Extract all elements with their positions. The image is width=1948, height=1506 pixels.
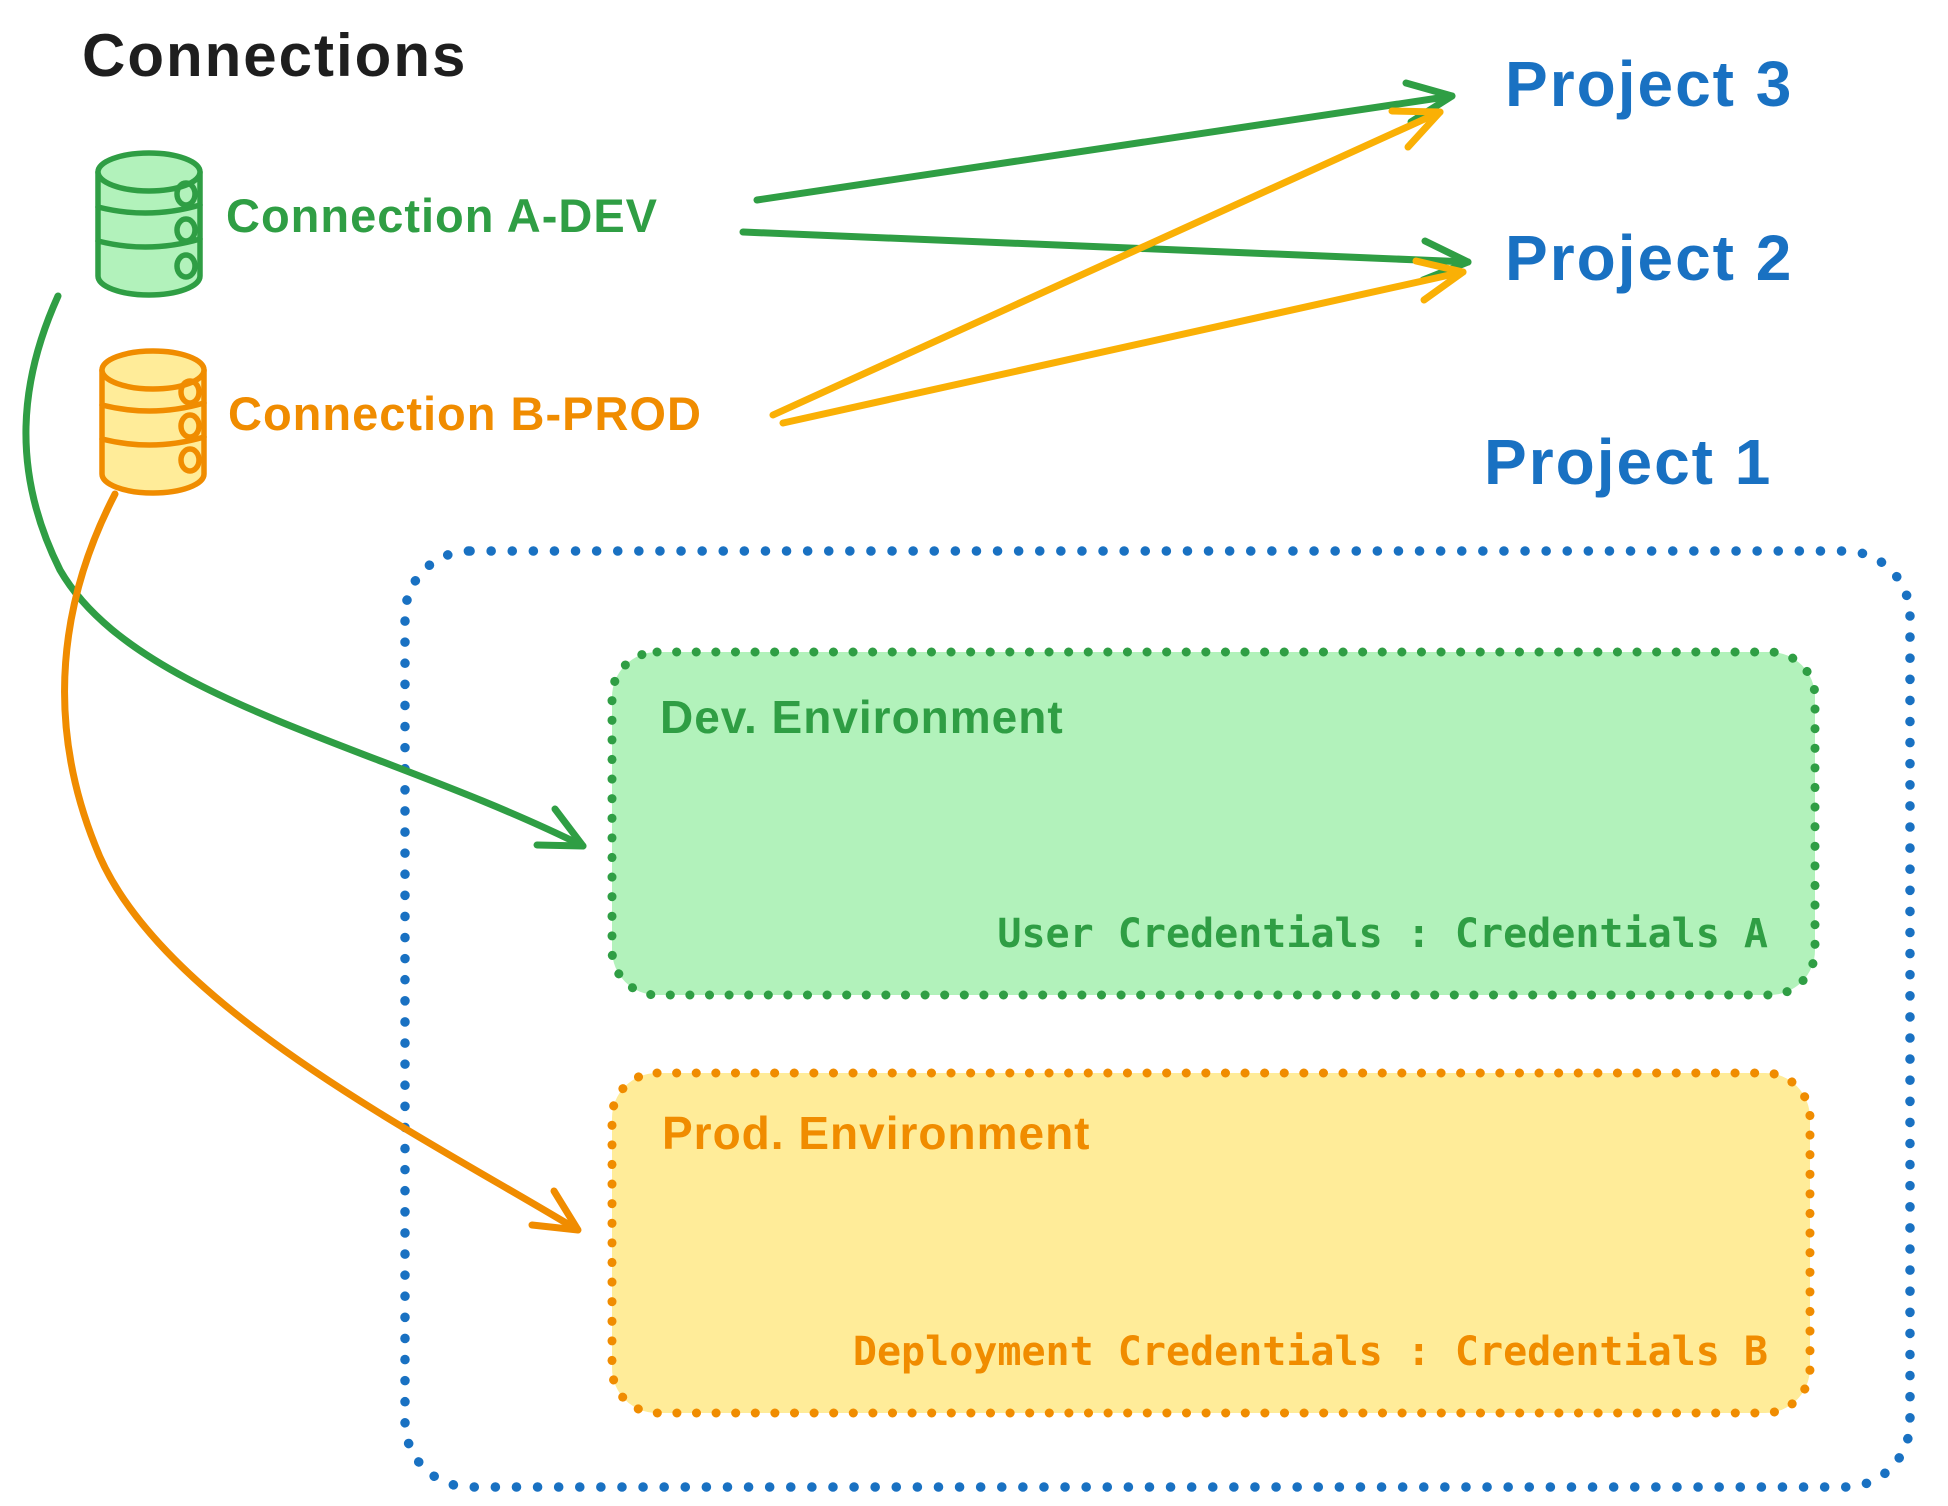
arrow-a-dev-to-dev-environment bbox=[22, 292, 587, 850]
project-1-container-border bbox=[400, 546, 1915, 1492]
connection-b-prod-label: Connection B-PROD bbox=[228, 387, 702, 440]
dev-environment-title: Dev. Environment bbox=[660, 691, 1064, 743]
dev-environment-box bbox=[607, 647, 1820, 1000]
dev-environment-credentials: User Credentials : Credentials A bbox=[997, 911, 1768, 957]
arrow-a-dev-to-project-3 bbox=[753, 79, 1456, 204]
prod-environment-box bbox=[607, 1068, 1815, 1418]
project-2-label: Project 2 bbox=[1505, 222, 1794, 294]
arrow-a-dev-to-project-2 bbox=[739, 228, 1472, 284]
database-icon-b-prod bbox=[99, 348, 207, 496]
page-title: Connections bbox=[82, 22, 468, 89]
project-3-label: Project 3 bbox=[1505, 48, 1794, 120]
project-1-label: Project 1 bbox=[1484, 426, 1773, 498]
arrow-b-prod-to-prod-environment bbox=[61, 490, 582, 1234]
arrow-b-prod-to-project-2 bbox=[779, 257, 1467, 427]
arrow-b-prod-to-project-3 bbox=[769, 107, 1444, 419]
prod-environment-title: Prod. Environment bbox=[662, 1107, 1091, 1159]
database-icon-a-dev bbox=[95, 150, 203, 298]
connection-a-dev-label: Connection A-DEV bbox=[226, 189, 659, 242]
prod-environment-credentials: Deployment Credentials : Credentials B bbox=[852, 1329, 1768, 1375]
